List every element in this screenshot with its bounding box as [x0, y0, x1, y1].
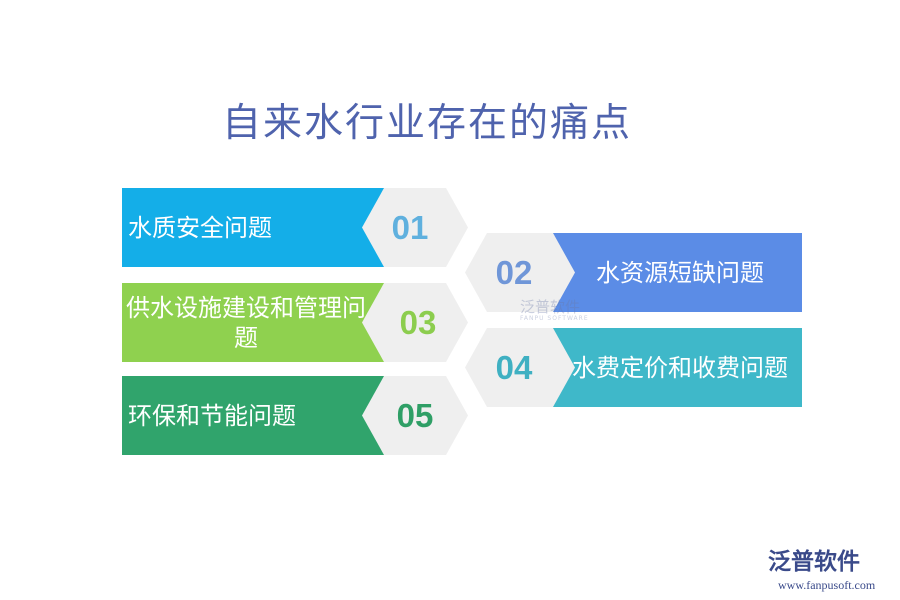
pain-point-bar-05 — [122, 376, 385, 455]
watermark-subtext: FANPU SOFTWARE — [520, 315, 589, 322]
number-hexagon-05 — [362, 376, 468, 455]
pain-point-bar-04 — [550, 328, 802, 407]
watermark-text: 泛普软件 — [520, 298, 581, 316]
center-watermark: 泛普软件 FANPU SOFTWARE — [520, 298, 589, 323]
number-hexagon-01 — [362, 188, 468, 267]
pain-point-label-01: 水质安全问题 — [128, 213, 272, 242]
pain-point-label-04: 水费定价和收费问题 — [572, 353, 788, 382]
pain-point-bar-02 — [550, 233, 802, 312]
pain-point-label-05: 环保和节能问题 — [128, 401, 296, 430]
brand-logo-text: 泛普软件 — [768, 549, 860, 575]
pain-point-number-01: 01 — [391, 208, 429, 246]
brand-logo-url: www.fanpusoft.com — [778, 578, 876, 592]
pain-point-number-03: 03 — [399, 303, 437, 341]
number-hexagon-03 — [362, 283, 468, 362]
page-title: 自来水行业存在的痛点 — [222, 101, 633, 146]
pain-point-number-04: 04 — [495, 348, 533, 386]
pain-point-label-03: 供水设施建设和管理问题 — [126, 293, 366, 352]
brand-logo: 泛普软件 www.fanpusoft.com — [768, 551, 875, 593]
pain-point-bar-01 — [122, 188, 385, 267]
pain-point-label-02: 水资源短缺问题 — [596, 258, 764, 287]
pain-point-number-05: 05 — [396, 396, 434, 434]
number-hexagon-04 — [465, 328, 575, 407]
pain-point-bar-03 — [122, 283, 385, 362]
number-hexagon-02 — [465, 233, 575, 312]
pain-point-number-02: 02 — [495, 253, 533, 291]
